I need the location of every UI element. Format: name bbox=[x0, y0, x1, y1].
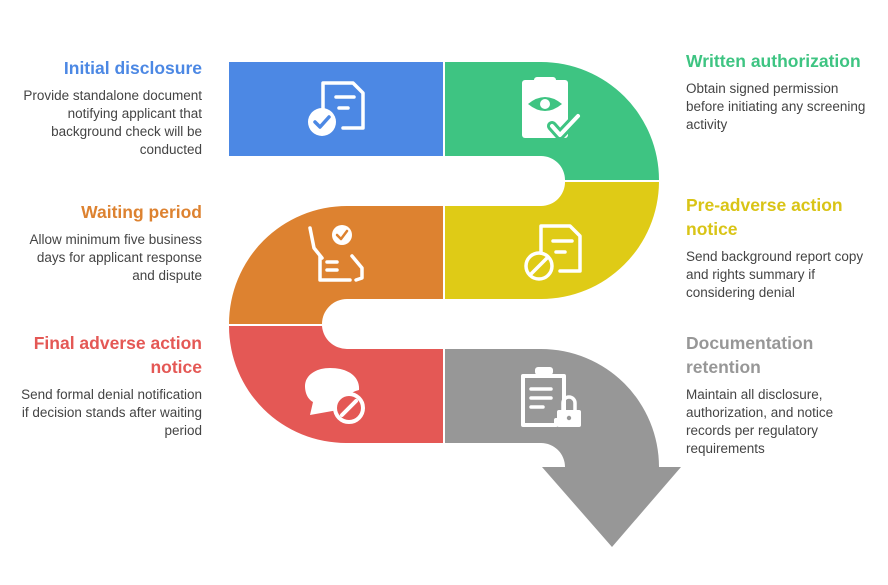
step-initial-disclosure: Initial disclosure Provide standalone do… bbox=[12, 56, 202, 159]
document-prohibited-icon bbox=[524, 224, 582, 281]
segment-documentation-retention bbox=[445, 349, 681, 547]
clipboard-lock-icon bbox=[521, 367, 581, 427]
step-description: Send background report copy and rights s… bbox=[686, 249, 864, 300]
step-title: Initial disclosure bbox=[63, 58, 202, 78]
step-description: Maintain all disclosure, authorization, … bbox=[686, 387, 834, 456]
chat-prohibited-icon bbox=[305, 368, 365, 424]
step-pre-adverse-action-notice: Pre-adverse action notice Send backgroun… bbox=[686, 193, 876, 302]
segment-waiting-period bbox=[229, 206, 443, 324]
step-waiting-period: Waiting period Allow minimum five busine… bbox=[12, 200, 202, 285]
step-final-adverse-action-notice: Final adverse action notice Send formal … bbox=[12, 331, 202, 440]
step-title: Waiting period bbox=[81, 202, 202, 222]
step-title: Written authorization bbox=[686, 51, 861, 71]
document-check-icon bbox=[308, 81, 365, 136]
step-description: Provide standalone document notifying ap… bbox=[23, 88, 202, 157]
segment-initial-disclosure bbox=[229, 62, 443, 156]
clipboard-eye-check-icon bbox=[522, 77, 583, 143]
hands-checklist-icon bbox=[308, 225, 364, 282]
step-title: Final adverse action notice bbox=[33, 333, 202, 377]
step-documentation-retention: Documentation retention Maintain all dis… bbox=[686, 331, 876, 458]
step-written-authorization: Written authorization Obtain signed perm… bbox=[686, 49, 876, 134]
step-description: Send formal denial notification if decis… bbox=[21, 387, 202, 438]
step-description: Obtain signed permission before initiati… bbox=[686, 81, 866, 132]
step-title: Documentation retention bbox=[686, 333, 814, 377]
step-title: Pre-adverse action notice bbox=[686, 195, 843, 239]
step-description: Allow minimum five business days for app… bbox=[29, 232, 202, 283]
